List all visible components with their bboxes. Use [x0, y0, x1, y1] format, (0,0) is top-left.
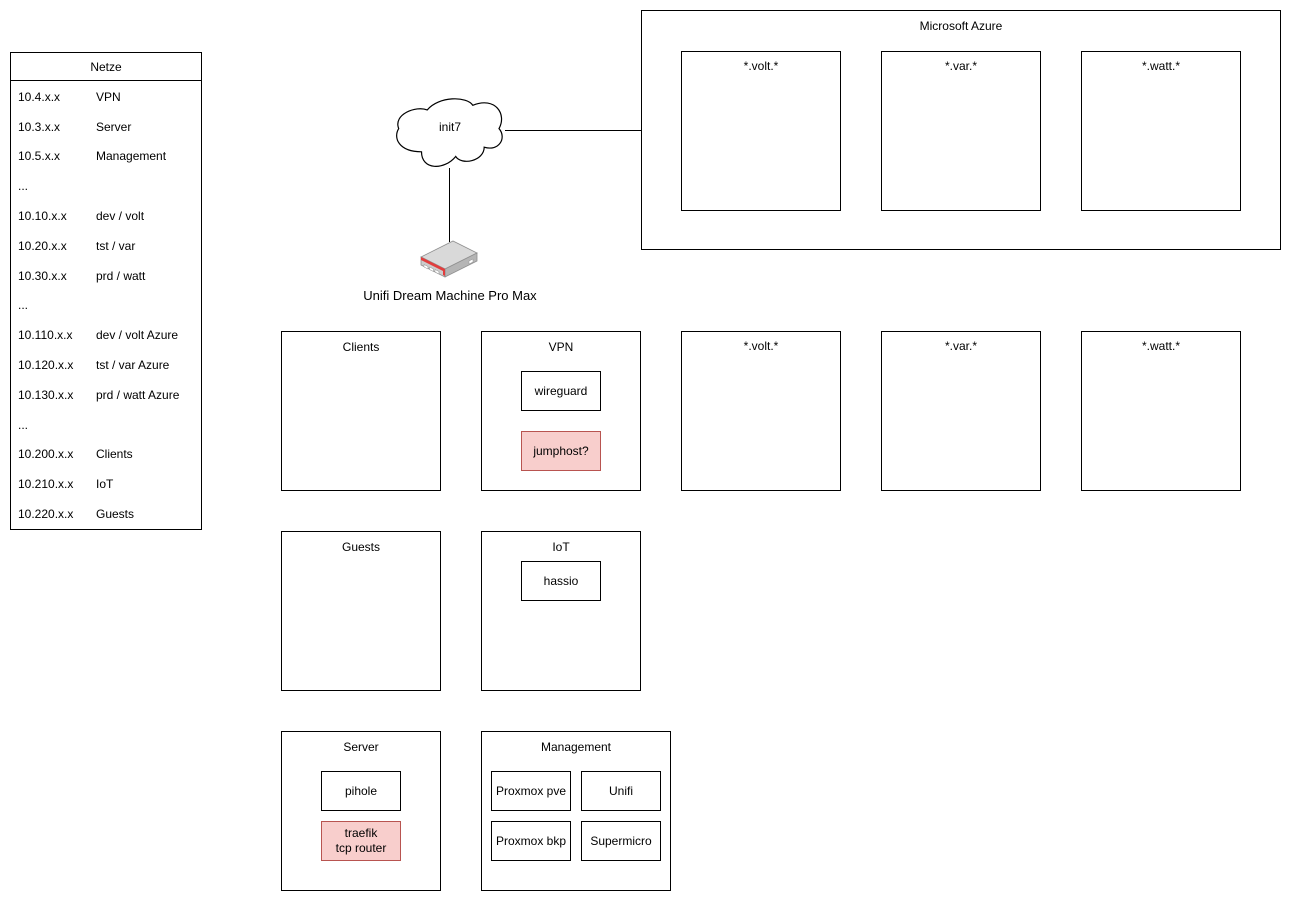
network-ip: 10.3.x.x [18, 119, 61, 134]
node-jumphost-label: jumphost? [533, 443, 589, 458]
network-ip: ... [18, 298, 29, 313]
network-ip: 10.220.x.x [18, 507, 74, 522]
network-ip: 10.20.x.x [18, 238, 67, 253]
table-row: 10.200.x.x Clients [11, 440, 201, 470]
zone-management-label: Management [540, 740, 612, 754]
network-ip: 10.10.x.x [18, 209, 67, 224]
network-name: tst / var [96, 238, 136, 253]
network-ip: 10.200.x.x [18, 447, 74, 462]
node-hassio: hassio [521, 561, 601, 601]
router [419, 239, 479, 279]
node-proxmox-pve-label: Proxmox pve [495, 783, 567, 798]
table-row: ... [11, 171, 201, 201]
zone-iot-label: IoT [552, 540, 570, 554]
table-row: 10.5.x.x Management [11, 142, 201, 172]
cloud-to-router-line [449, 168, 450, 242]
node-proxmox-bkp-label: Proxmox bkp [495, 833, 567, 848]
node-supermicro: Supermicro [581, 821, 661, 861]
azure-zone-var: *.var.* [881, 51, 1041, 211]
table-row: 10.4.x.x VPN [11, 82, 201, 112]
node-proxmox-pve: Proxmox pve [491, 771, 571, 811]
zone-volt-label: *.volt.* [743, 339, 779, 353]
azure-zone-volt: *.volt.* [681, 51, 841, 211]
zone-volt: *.volt.* [681, 331, 841, 491]
router-label: Unifi Dream Machine Pro Max [363, 288, 537, 303]
network-ip: 10.130.x.x [18, 387, 74, 402]
network-ip: ... [18, 179, 29, 194]
router-icon [420, 240, 478, 278]
internet-cloud: init7 [393, 96, 507, 189]
table-row: 10.110.x.x dev / volt Azure [11, 320, 201, 350]
node-traefik-label-line1: traefik [344, 826, 378, 840]
azure-zone-volt-label: *.volt.* [743, 59, 779, 73]
table-row: 10.130.x.x prd / watt Azure [11, 380, 201, 410]
table-row: 10.220.x.x Guests [11, 499, 201, 529]
network-name: tst / var Azure [96, 358, 170, 373]
node-unifi: Unifi [581, 771, 661, 811]
table-row: 10.3.x.x Server [11, 112, 201, 142]
network-name: Clients [96, 447, 133, 462]
table-row: 10.120.x.x tst / var Azure [11, 350, 201, 380]
node-unifi-label: Unifi [608, 783, 633, 798]
network-name: prd / watt Azure [96, 387, 180, 402]
netze-table: Netze 10.4.x.x VPN 10.3.x.x Server 10.5.x.… [10, 52, 202, 530]
network-name: dev / volt Azure [96, 328, 179, 343]
network-ip: 10.4.x.x [18, 89, 61, 104]
network-name: Guests [96, 507, 135, 522]
zone-clients-label: Clients [342, 340, 380, 354]
azure-zone-watt: *.watt.* [1081, 51, 1241, 211]
network-name: Management [96, 149, 167, 164]
network-ip: 10.110.x.x [18, 328, 73, 343]
node-supermicro-label: Supermicro [590, 833, 652, 848]
zone-var: *.var.* [881, 331, 1041, 491]
table-row: 10.10.x.x dev / volt [11, 201, 201, 231]
network-name: VPN [96, 89, 121, 104]
node-traefik: traefik tcp router [321, 821, 401, 861]
zone-var-label: *.var.* [944, 339, 977, 353]
azure-zone-watt-label: *.watt.* [1141, 59, 1180, 73]
azure-zone-var-label: *.var.* [944, 59, 977, 73]
zone-server-label: Server [343, 740, 379, 754]
zone-watt: *.watt.* [1081, 331, 1241, 491]
table-row: ... [11, 291, 201, 321]
network-ip: 10.30.x.x [18, 268, 67, 283]
node-pihole: pihole [321, 771, 401, 811]
zone-server: Server [281, 731, 441, 891]
network-ip: 10.120.x.x [18, 358, 74, 373]
netze-table-rows: 10.4.x.x VPN 10.3.x.x Server 10.5.x.x Manag… [11, 82, 201, 529]
node-pihole-label: pihole [344, 783, 378, 798]
node-proxmox-bkp: Proxmox bkp [491, 821, 571, 861]
table-row: ... [11, 410, 201, 440]
node-wireguard-label: wireguard [534, 383, 588, 398]
zone-guests: Guests [281, 531, 441, 691]
network-name: dev / volt [96, 209, 145, 224]
internet-cloud-label: init7 [438, 120, 461, 134]
zone-watt-label: *.watt.* [1141, 339, 1180, 353]
network-ip: 10.210.x.x [18, 477, 74, 492]
table-row: 10.30.x.x prd / watt [11, 261, 201, 291]
network-name: IoT [96, 477, 114, 492]
zone-iot: IoT [481, 531, 641, 691]
network-name: Server [96, 119, 132, 134]
zone-clients: Clients [281, 331, 441, 491]
node-wireguard: wireguard [521, 371, 601, 411]
network-name: prd / watt [96, 268, 146, 283]
node-hassio-label: hassio [543, 573, 579, 588]
table-row: 10.20.x.x tst / var [11, 231, 201, 261]
network-ip: 10.5.x.x [18, 149, 61, 164]
table-row: 10.210.x.x IoT [11, 469, 201, 499]
zone-vpn-label: VPN [548, 340, 574, 354]
node-traefik-label-line2: tcp router [335, 841, 387, 855]
node-jumphost: jumphost? [521, 431, 601, 471]
zone-management: Management [481, 731, 671, 891]
cloud-icon [396, 98, 503, 167]
azure-group-title: Microsoft Azure [919, 19, 1003, 33]
cloud-to-azure-line [505, 130, 642, 131]
netze-table-title: Netze [11, 53, 201, 81]
zone-guests-label: Guests [341, 540, 380, 554]
network-ip: ... [18, 417, 29, 432]
